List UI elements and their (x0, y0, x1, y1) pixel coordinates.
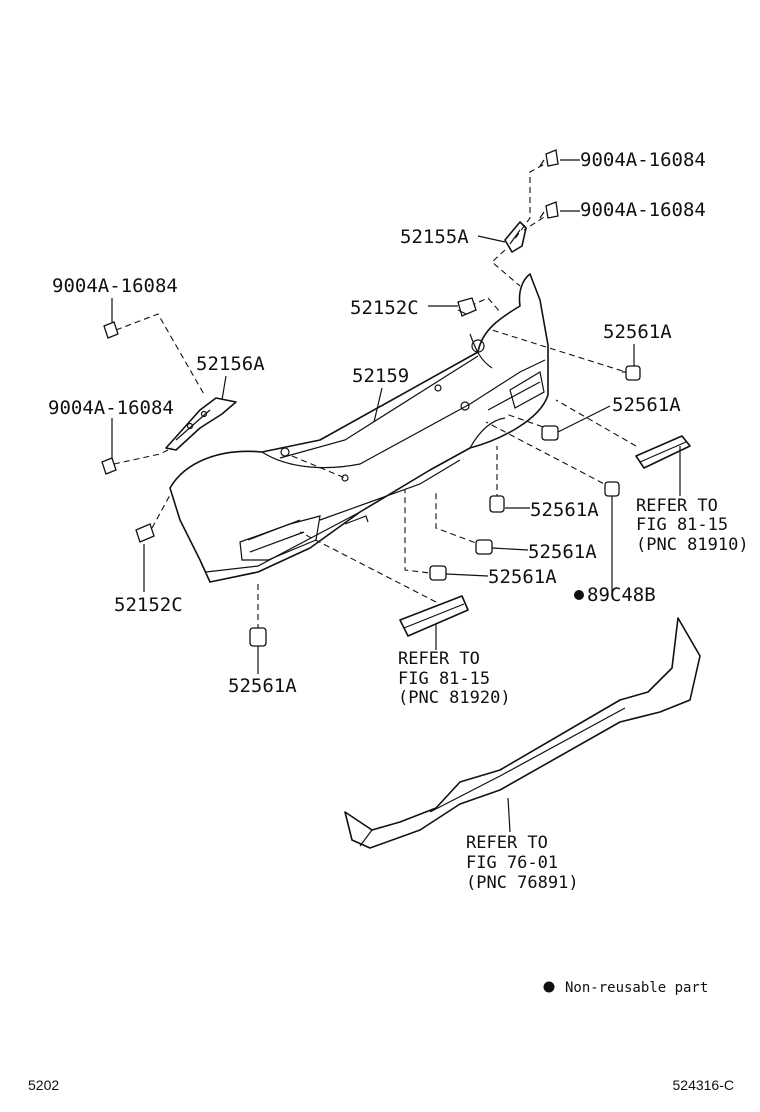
right-side-bracket (504, 221, 527, 253)
label-clip-left-2: 9004A-16084 (48, 397, 174, 419)
clip-icon (103, 321, 119, 339)
label-clip-c1: 52561A (530, 499, 599, 521)
label-clip-top-2: 9004A-16084 (580, 199, 706, 221)
label-clip-c3: 52561A (488, 566, 557, 588)
dashed-leaders (113, 159, 637, 630)
label-clip-top-1: 9004A-16084 (580, 149, 706, 171)
clip-icon (489, 495, 505, 513)
nonreusable-marker-icon (574, 590, 584, 600)
footer-left-code: 5202 (28, 1077, 59, 1093)
refer-line: REFER TO (636, 496, 718, 516)
clip-icon (539, 149, 559, 167)
refer-line: (PNC 81920) (398, 688, 511, 708)
label-clip-bottom: 52561A (228, 675, 297, 697)
footer-right-code: 524316-C (673, 1077, 735, 1093)
label-clip-left-1: 9004A-16084 (52, 275, 178, 297)
clip-icon (429, 565, 447, 581)
label-nonreusable-part: 89C48B (587, 584, 656, 606)
clip-icon (101, 457, 117, 475)
rear-spoiler (344, 617, 701, 849)
refer-line: (PNC 76891) (466, 873, 579, 893)
clip-icon (622, 365, 641, 381)
bumper-cover (169, 273, 549, 583)
refer-line: REFER TO (398, 649, 480, 669)
label-bumper-cover: 52159 (352, 365, 409, 387)
retainer-icon (135, 523, 155, 543)
right-reflector (635, 435, 691, 469)
label-retainer-left: 52152C (114, 594, 183, 616)
refer-line: FIG 81-15 (398, 669, 490, 689)
refer-line: (PNC 81910) (636, 535, 749, 555)
clip-icon (539, 201, 559, 219)
left-reflector (399, 595, 469, 637)
refer-line: REFER TO (466, 833, 548, 853)
retainer-icon (457, 297, 477, 317)
label-clip-r2: 52561A (612, 394, 681, 416)
label-right-bracket: 52155A (400, 226, 469, 248)
left-side-bracket (165, 397, 237, 451)
solid-leaders (111, 159, 681, 833)
refer-note-right-reflector: REFER TO FIG 81-15 (PNC 81910) (636, 496, 749, 555)
refer-line: FIG 81-15 (636, 515, 728, 535)
label-clip-c2: 52561A (528, 541, 597, 563)
legend-dot-icon (543, 981, 555, 993)
fasteners (101, 149, 641, 647)
part-labels: 9004A-16084 9004A-16084 52155A 9004A-160… (48, 149, 706, 697)
legend-text: Non-reusable part (565, 980, 708, 996)
label-left-bracket: 52156A (196, 353, 265, 375)
label-retainer-top: 52152C (350, 297, 419, 319)
label-clip-r1: 52561A (603, 321, 672, 343)
nonreusable-clip-icon (604, 481, 620, 497)
legend: Non-reusable part (543, 980, 708, 996)
refer-note-spoiler: REFER TO FIG 76-01 (PNC 76891) (466, 833, 579, 893)
refer-note-left-reflector: REFER TO FIG 81-15 (PNC 81920) (398, 649, 511, 708)
clip-icon (249, 627, 267, 647)
clip-icon (475, 539, 493, 555)
clip-icon (541, 425, 559, 441)
refer-line: FIG 76-01 (466, 853, 558, 873)
